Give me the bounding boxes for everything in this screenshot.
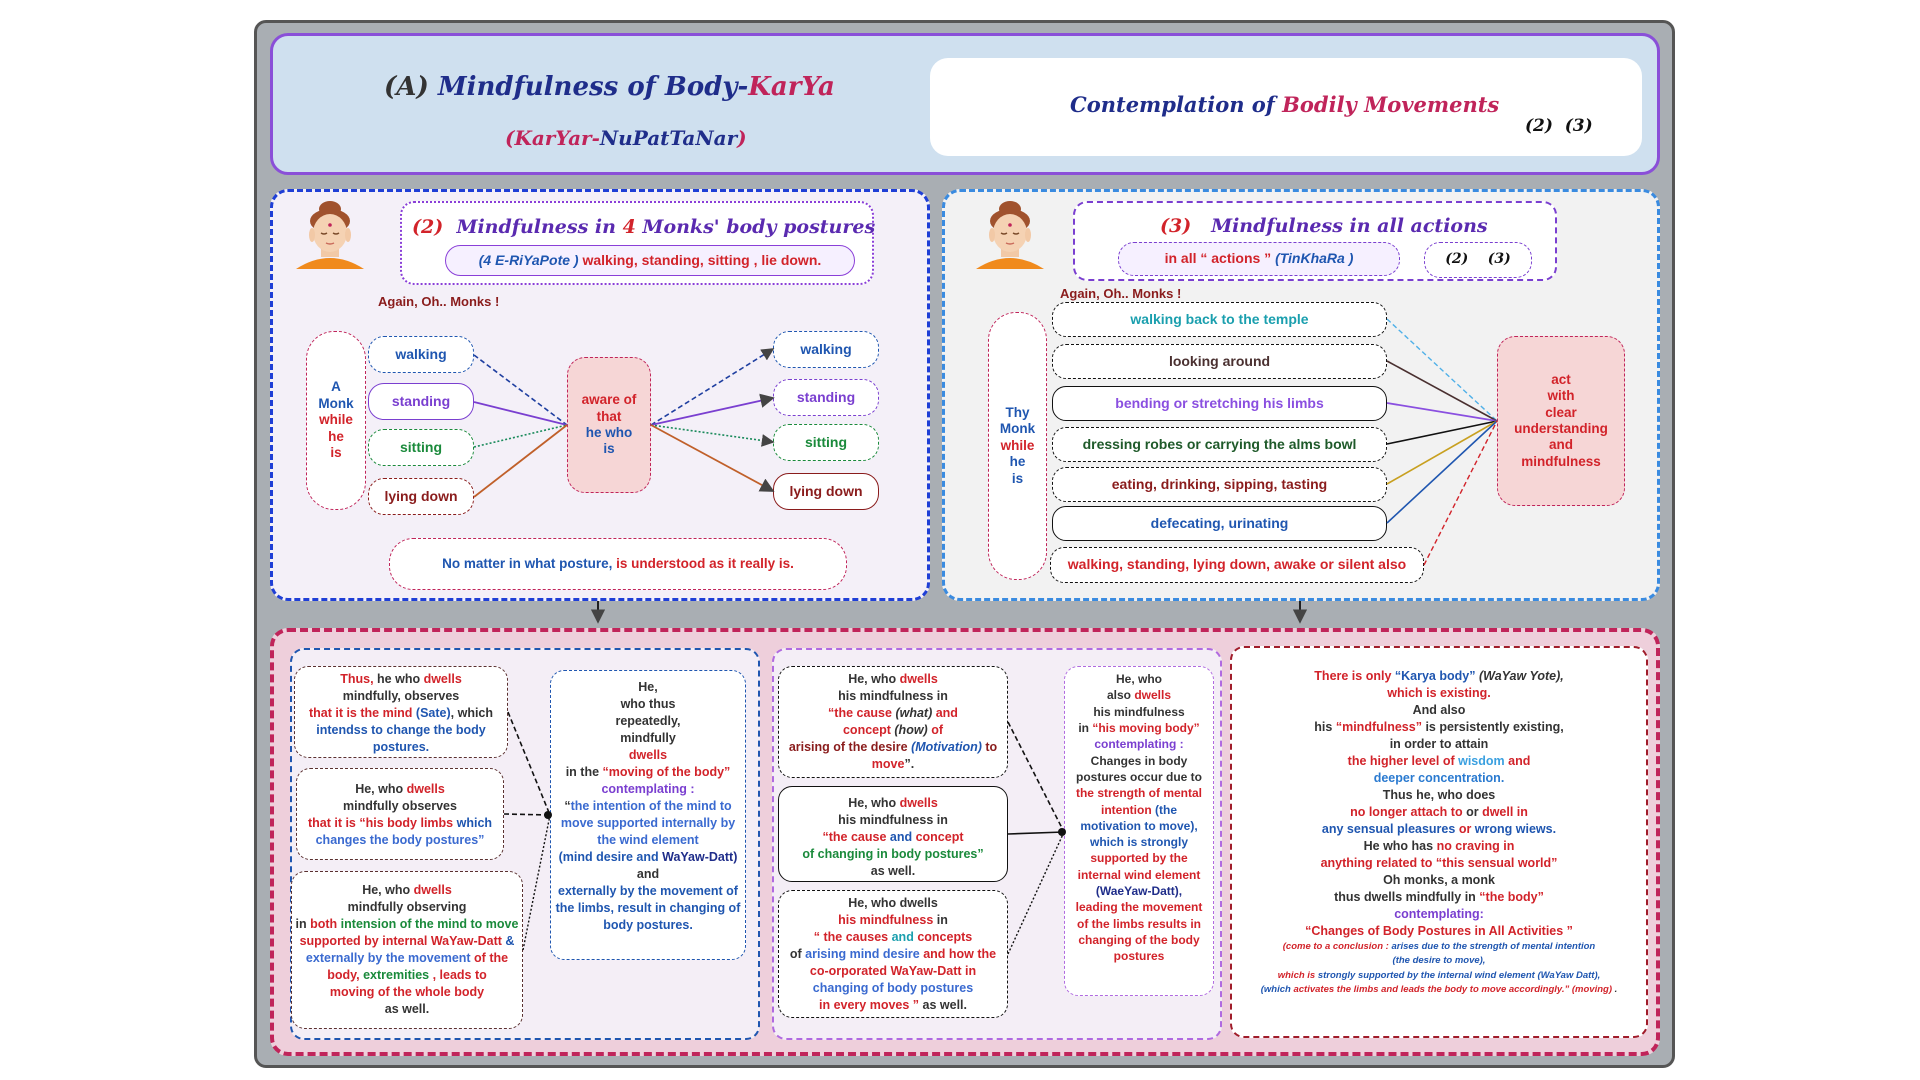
- text-box-every-moves: He, who dwells his mindfulness in “ the …: [778, 890, 1008, 1018]
- actions-title: (3) Mindfulness in all actions: [1160, 215, 1488, 237]
- text-box-moving-body: He, who also dwells his mindfulness in “…: [1064, 666, 1214, 996]
- postures-subject: A Monk while he is: [306, 331, 366, 510]
- text-box-changing-postures: He, who dwells his mindfulness in “the c…: [778, 786, 1008, 882]
- action-walking-back: walking back to the temple: [1052, 302, 1387, 337]
- postures-title: (2) Mindfulness in 4 Monks' body posture…: [412, 216, 876, 238]
- actions-refs: (2) (3): [1424, 242, 1532, 278]
- main-title: (A) Mindfulness of Body-KarYa: [384, 72, 835, 102]
- action-bending: bending or stretching his limbs: [1052, 386, 1387, 421]
- text-box-cause-and-concept: He, who dwells his mindfulness in “the c…: [778, 666, 1008, 778]
- text-box-both-intension: He, who dwells mindfully observing in bo…: [291, 871, 523, 1029]
- text-box-conclusion: There is only “Karya body” (WaYaw Yote),…: [1230, 646, 1648, 1038]
- action-eating: eating, drinking, sipping, tasting: [1052, 467, 1387, 502]
- main-subtitle: (KarYar-NuPatTaNar): [505, 126, 747, 150]
- aware-center-box: aware of that he who is: [567, 357, 651, 493]
- actions-again: Again, Oh.. Monks !: [1060, 286, 1182, 301]
- posture-left-standing: standing: [368, 383, 474, 420]
- header-right-card: [930, 58, 1642, 156]
- posture-right-standing: standing: [773, 379, 879, 416]
- action-walking-standing: walking, standing, lying down, awake or …: [1050, 547, 1424, 583]
- right-refs: (2) (3): [1525, 116, 1593, 136]
- subtitle-karyar: KarYar: [514, 126, 592, 150]
- buddha-face-icon: [296, 201, 364, 269]
- posture-right-lying-down: lying down: [773, 473, 879, 510]
- posture-left-walking: walking: [368, 336, 474, 373]
- title-accent: KarYa: [748, 72, 835, 102]
- actions-subtitle: in all “ actions ” (TinKhaRa ): [1118, 242, 1400, 276]
- postures-again: Again, Oh.. Monks !: [378, 294, 500, 309]
- posture-right-sitting: sitting: [773, 424, 879, 461]
- right-title: Contemplation of Bodily Movements: [1070, 92, 1500, 117]
- title-prefix: (A): [384, 72, 429, 102]
- postures-subtitle: (4 E-RiYaPote ) walking, standing, sitti…: [445, 245, 855, 276]
- actions-subject: Thy Monk while he is: [988, 312, 1047, 580]
- action-looking-around: looking around: [1052, 344, 1387, 379]
- action-defecating: defecating, urinating: [1052, 506, 1387, 541]
- subtitle-nupattanar: NuPatTaNar: [599, 126, 738, 150]
- title-main: Mindfulness of Body-: [437, 72, 749, 102]
- text-box-body-limbs: He, who dwells mindfully observes that i…: [296, 768, 504, 860]
- posture-right-walking: walking: [773, 331, 879, 368]
- posture-left-lying-down: lying down: [368, 478, 474, 515]
- buddha-face-icon: [976, 201, 1044, 269]
- postures-conclusion: No matter in what posture, is understood…: [389, 538, 847, 590]
- action-dressing: dressing robes or carrying the alms bowl: [1052, 427, 1387, 462]
- act-result-box: act with clear understanding and mindful…: [1497, 336, 1625, 506]
- text-box-mind-intends: Thus, he who dwells mindfully, observes …: [294, 666, 508, 758]
- posture-left-sitting: sitting: [368, 429, 474, 466]
- text-box-moving-of-body: He, who thus repeatedly, mindfully dwell…: [550, 670, 746, 960]
